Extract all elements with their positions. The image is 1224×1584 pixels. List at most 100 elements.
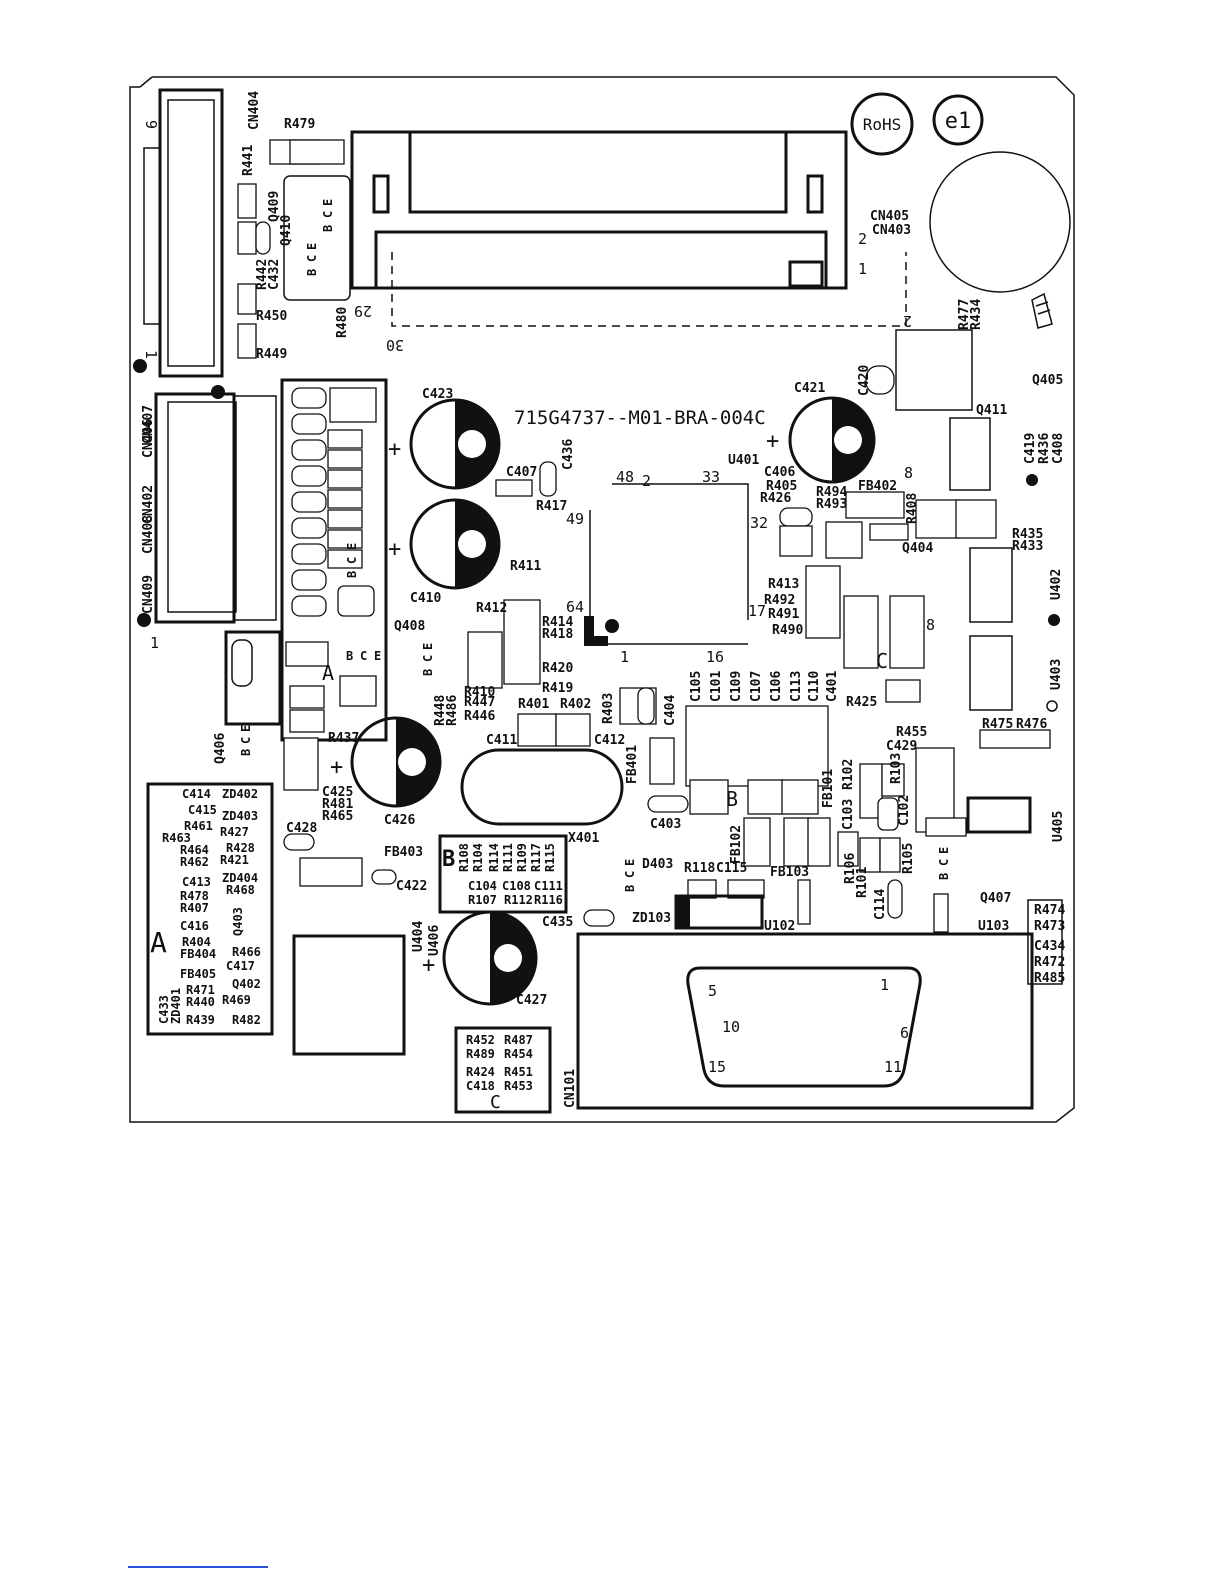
label-c412: C412 bbox=[594, 733, 625, 748]
label-cn402: CN402 bbox=[141, 485, 156, 524]
transistor-pin: B bbox=[239, 749, 253, 756]
smd-pad bbox=[689, 779, 729, 815]
label-fb103: FB103 bbox=[770, 865, 809, 880]
smd-pad bbox=[327, 469, 363, 489]
legend-a-item: R466 bbox=[232, 945, 261, 959]
label-c420: C420 bbox=[857, 365, 872, 396]
label-c427: C427 bbox=[516, 993, 547, 1008]
smd-pad bbox=[845, 491, 905, 519]
transistor-pin: B bbox=[623, 885, 637, 892]
label-r413: R413 bbox=[768, 577, 799, 592]
smd-pad bbox=[291, 413, 327, 435]
label-r490: R490 bbox=[772, 623, 803, 638]
polarity-plus: + bbox=[388, 437, 401, 462]
legend-a-item: C417 bbox=[226, 959, 255, 973]
pin-number: 2 bbox=[858, 230, 867, 248]
pin-number: 1 bbox=[858, 260, 867, 278]
cn406-inner bbox=[167, 401, 237, 613]
label-c425: C425 bbox=[322, 785, 353, 800]
label-c419: C419 bbox=[1023, 433, 1038, 464]
zd103-cathode bbox=[676, 896, 690, 928]
smd-pad bbox=[291, 387, 327, 409]
q409-q410-outline bbox=[283, 175, 351, 301]
label-fb401: FB401 bbox=[625, 745, 640, 784]
smd-pad bbox=[517, 713, 557, 747]
label-u406: U406 bbox=[427, 925, 442, 956]
legend-c-item: R487 bbox=[504, 1033, 533, 1047]
legend-a-item: R421 bbox=[220, 853, 249, 867]
label-c110: C110 bbox=[807, 671, 822, 702]
legend-a-item: Q403 bbox=[231, 907, 245, 936]
transistor-pin: C bbox=[345, 557, 359, 564]
legend-b-item: R108 bbox=[457, 843, 471, 872]
transistor-pin: B bbox=[421, 669, 435, 676]
u402-marker bbox=[1048, 614, 1060, 626]
pin-number: 1 bbox=[150, 634, 159, 652]
smd-pad bbox=[955, 499, 997, 539]
label-r473: R473 bbox=[1034, 919, 1065, 934]
label-r417: R417 bbox=[536, 499, 567, 514]
label-r486: R486 bbox=[445, 695, 460, 726]
legend-a-item: C416 bbox=[180, 919, 209, 933]
pin-number: 11 bbox=[884, 1058, 902, 1076]
legend-box-a bbox=[146, 782, 274, 1036]
label-r101: R101 bbox=[855, 867, 870, 898]
label-r106: R106 bbox=[843, 853, 858, 884]
label-cn406: CN406 bbox=[141, 419, 156, 458]
legend-c-item: R452 bbox=[466, 1033, 495, 1047]
smd-pad bbox=[283, 737, 319, 791]
label-fb102: FB102 bbox=[729, 825, 744, 864]
u403-ic bbox=[969, 635, 1013, 711]
section-letter-b: B bbox=[442, 847, 455, 872]
pin-number: 30 bbox=[386, 336, 404, 354]
legend-c-item: R453 bbox=[504, 1079, 533, 1093]
pin-number: 48 bbox=[616, 468, 634, 486]
legend-a-item: R428 bbox=[226, 841, 255, 855]
label-c435: C435 bbox=[542, 915, 573, 930]
label-c113: C113 bbox=[789, 671, 804, 702]
legend-a-item: R478 bbox=[180, 889, 209, 903]
label-c403: C403 bbox=[650, 817, 681, 832]
label-c422: C422 bbox=[396, 879, 427, 894]
smd-pad bbox=[889, 595, 925, 669]
label-r405: R405 bbox=[766, 479, 797, 494]
cn405-latch-right bbox=[806, 174, 824, 214]
label-c432: C432 bbox=[267, 259, 282, 290]
pin-number: 64 bbox=[566, 598, 584, 616]
legend-b-item: C111 bbox=[534, 879, 563, 893]
label-c404: C404 bbox=[663, 695, 678, 726]
pin-number: 16 bbox=[706, 648, 724, 666]
legend-a-item: ZD401 bbox=[169, 988, 183, 1024]
legend-b-item: R104 bbox=[471, 843, 485, 872]
label-cn408: CN408 bbox=[141, 515, 156, 554]
smd-pad bbox=[779, 525, 813, 557]
label-q405: Q405 bbox=[1032, 373, 1063, 388]
u403-marker bbox=[1046, 700, 1058, 712]
board-outline-corner bbox=[139, 76, 153, 88]
transistor-pin: E bbox=[374, 649, 381, 663]
label-c114: C114 bbox=[873, 889, 888, 920]
e1-mark bbox=[932, 94, 984, 146]
pin-number: 10 bbox=[722, 1018, 740, 1036]
smd-pad bbox=[649, 737, 675, 785]
u405-ic bbox=[966, 796, 1032, 834]
label-r442: R442 bbox=[255, 259, 270, 290]
label-r410: R410 bbox=[464, 685, 495, 700]
mounting-screw bbox=[1031, 292, 1053, 329]
label-r481: R481 bbox=[322, 797, 353, 812]
battery-holder bbox=[929, 151, 1071, 293]
left-block-pads bbox=[285, 387, 377, 733]
pin-number: 8 bbox=[926, 616, 935, 634]
label-q407: Q407 bbox=[980, 891, 1011, 906]
legend-c-item: R424 bbox=[466, 1065, 495, 1079]
smd-pad bbox=[885, 679, 921, 703]
legend-a-item: C433 bbox=[157, 995, 171, 1024]
legend-c-item: R489 bbox=[466, 1047, 495, 1061]
label-u405: U405 bbox=[1051, 811, 1066, 842]
smd-pad bbox=[925, 817, 967, 837]
legend-a-item: C415 bbox=[188, 803, 217, 817]
legend-b-item: C108 bbox=[502, 879, 531, 893]
section-letter-a: A bbox=[150, 926, 167, 959]
smd-pad bbox=[503, 599, 541, 685]
pin-number: 17 bbox=[748, 602, 766, 620]
